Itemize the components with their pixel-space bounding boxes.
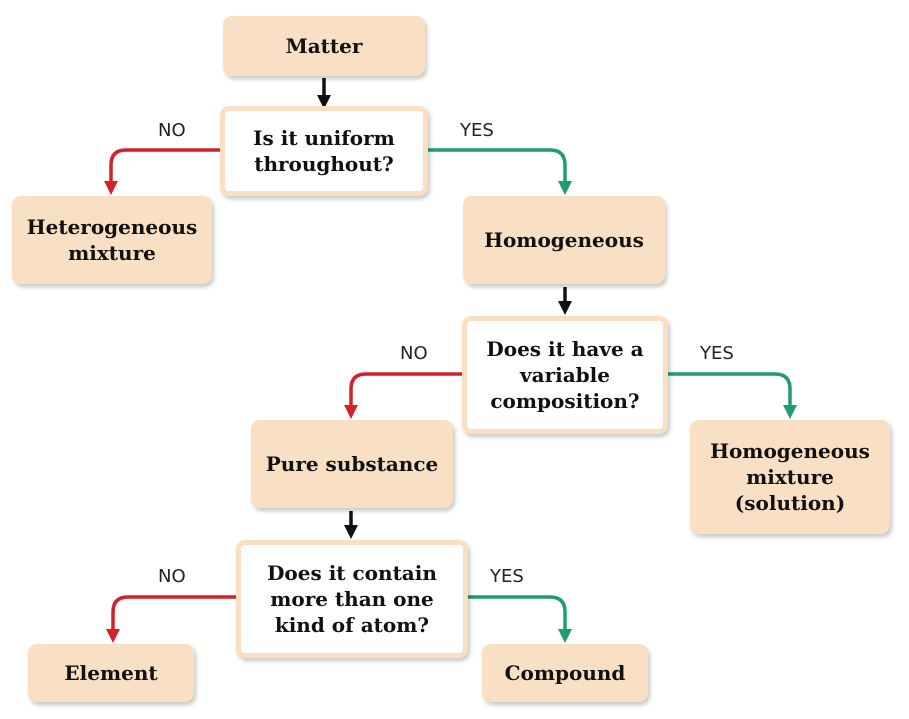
arrow-atoms-no <box>106 595 236 643</box>
label-no-variable: NO <box>400 343 428 364</box>
node-heterogeneous-mixture: Heterogeneous mixture <box>12 196 212 284</box>
arrow-variable-yes <box>668 372 797 419</box>
node-element: Element <box>28 644 194 702</box>
node-question-atoms: Does it contain more than one kind of at… <box>236 540 468 658</box>
node-homogeneous-mixture-solution: Homogeneous mixture (solution) <box>690 420 890 534</box>
arrow-uniform-no <box>104 148 220 195</box>
node-question-variable: Does it have a variable composition? <box>462 316 668 434</box>
node-question-uniform: Is it uniform throughout? <box>220 106 428 196</box>
node-matter: Matter <box>223 16 425 76</box>
node-pure-substance: Pure substance <box>251 420 453 508</box>
label-yes-variable: YES <box>700 343 734 364</box>
arrow-variable-no <box>344 372 462 419</box>
node-homogeneous: Homogeneous <box>463 196 665 284</box>
label-no-atoms: NO <box>158 566 186 587</box>
node-compound: Compound <box>482 644 648 702</box>
arrow-uniform-yes <box>428 148 572 195</box>
arrow-atoms-yes <box>468 595 572 643</box>
label-yes-atoms: YES <box>490 566 524 587</box>
label-no-uniform: NO <box>158 120 186 141</box>
label-yes-uniform: YES <box>460 120 494 141</box>
